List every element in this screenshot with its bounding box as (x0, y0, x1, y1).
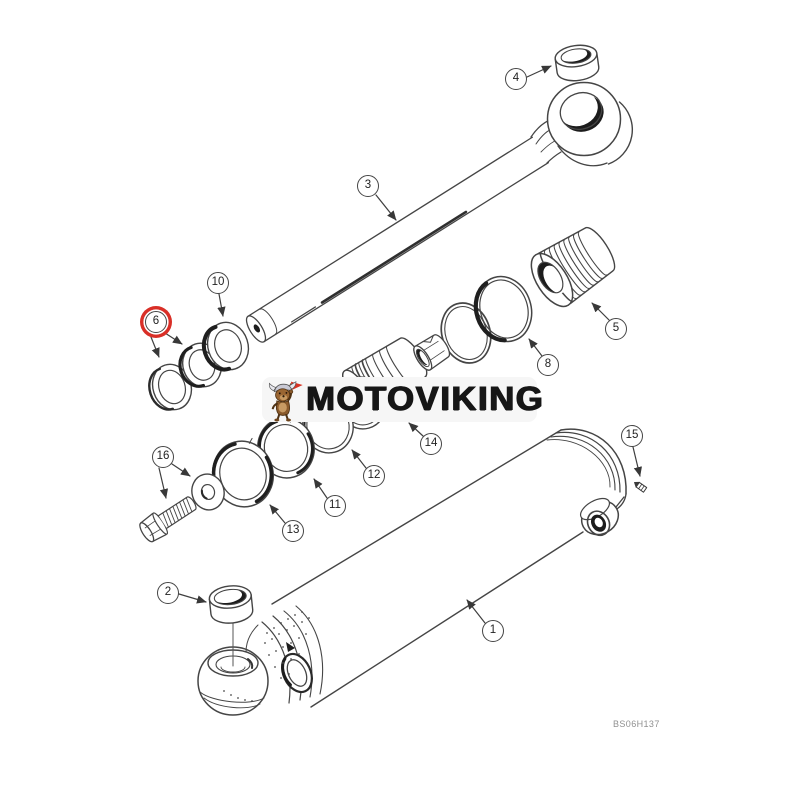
leader-15 (632, 446, 642, 477)
callout-4: 4 (505, 68, 527, 90)
leader-12 (351, 449, 367, 469)
motoviking-watermark: MOTOVIKING (262, 377, 543, 422)
callout-15: 15 (621, 425, 643, 447)
seal-ring-13 (211, 437, 274, 508)
leader-13 (269, 504, 286, 524)
barrel-top-edge (271, 429, 562, 605)
cylinder-barrel (197, 428, 627, 716)
barrel-clevis-end (197, 605, 324, 716)
callout-14: 14 (420, 433, 442, 455)
barrel-port-boss (579, 497, 620, 537)
cylinder-gland (530, 226, 616, 308)
rod-eye (546, 81, 633, 167)
bolt (139, 496, 197, 543)
piston-seal-rings (211, 376, 387, 508)
callout-16: 16 (152, 446, 174, 468)
leader-16a (158, 467, 169, 499)
wiper-ring (201, 321, 250, 372)
callout-5: 5 (605, 318, 627, 340)
drawing-code: BS06H137 (613, 719, 660, 729)
viking-dog-with-red-flag-icon (268, 380, 303, 421)
clevis-bushing (208, 585, 254, 624)
callout-8: 8 (537, 354, 559, 376)
rod-shading (320, 210, 468, 304)
rod-seal-stack (148, 321, 250, 411)
leader-6b (164, 332, 183, 345)
leader-3 (375, 194, 397, 221)
callout-11: 11 (324, 495, 346, 517)
o-ring-large (473, 275, 533, 343)
grease-fitting (634, 481, 648, 493)
leader-2 (178, 593, 207, 604)
bolt-threads (162, 497, 193, 528)
leader-6a (150, 336, 160, 358)
rod-eye-bushing (554, 44, 600, 82)
callout-12: 12 (363, 465, 385, 487)
leader-4 (526, 65, 552, 78)
callout-13: 13 (282, 520, 304, 542)
callout-1: 1 (482, 620, 504, 642)
barrel-end-rim (546, 428, 627, 513)
leader-lines (150, 65, 642, 624)
piston-rod (245, 81, 633, 343)
callout-3: 3 (357, 175, 379, 197)
gland-threads (543, 231, 608, 300)
leader-1 (466, 599, 486, 624)
leader-10 (217, 293, 226, 317)
stipple-dots (223, 611, 310, 702)
leader-11 (313, 478, 328, 499)
washer (191, 473, 225, 511)
clevis-side-ring (281, 652, 313, 694)
barrel-bottom-edge (310, 531, 584, 708)
piston-nut (413, 334, 451, 371)
leader-14 (408, 422, 424, 437)
leader-8 (528, 338, 543, 357)
leader-16b (171, 463, 191, 477)
callout-10: 10 (207, 272, 229, 294)
callout-2: 2 (157, 582, 179, 604)
brand-text: MOTOVIKING (306, 380, 545, 418)
callout-6-highlighted: 6 (145, 311, 167, 333)
seal-ring-11 (257, 415, 315, 479)
leader-5 (591, 302, 610, 321)
